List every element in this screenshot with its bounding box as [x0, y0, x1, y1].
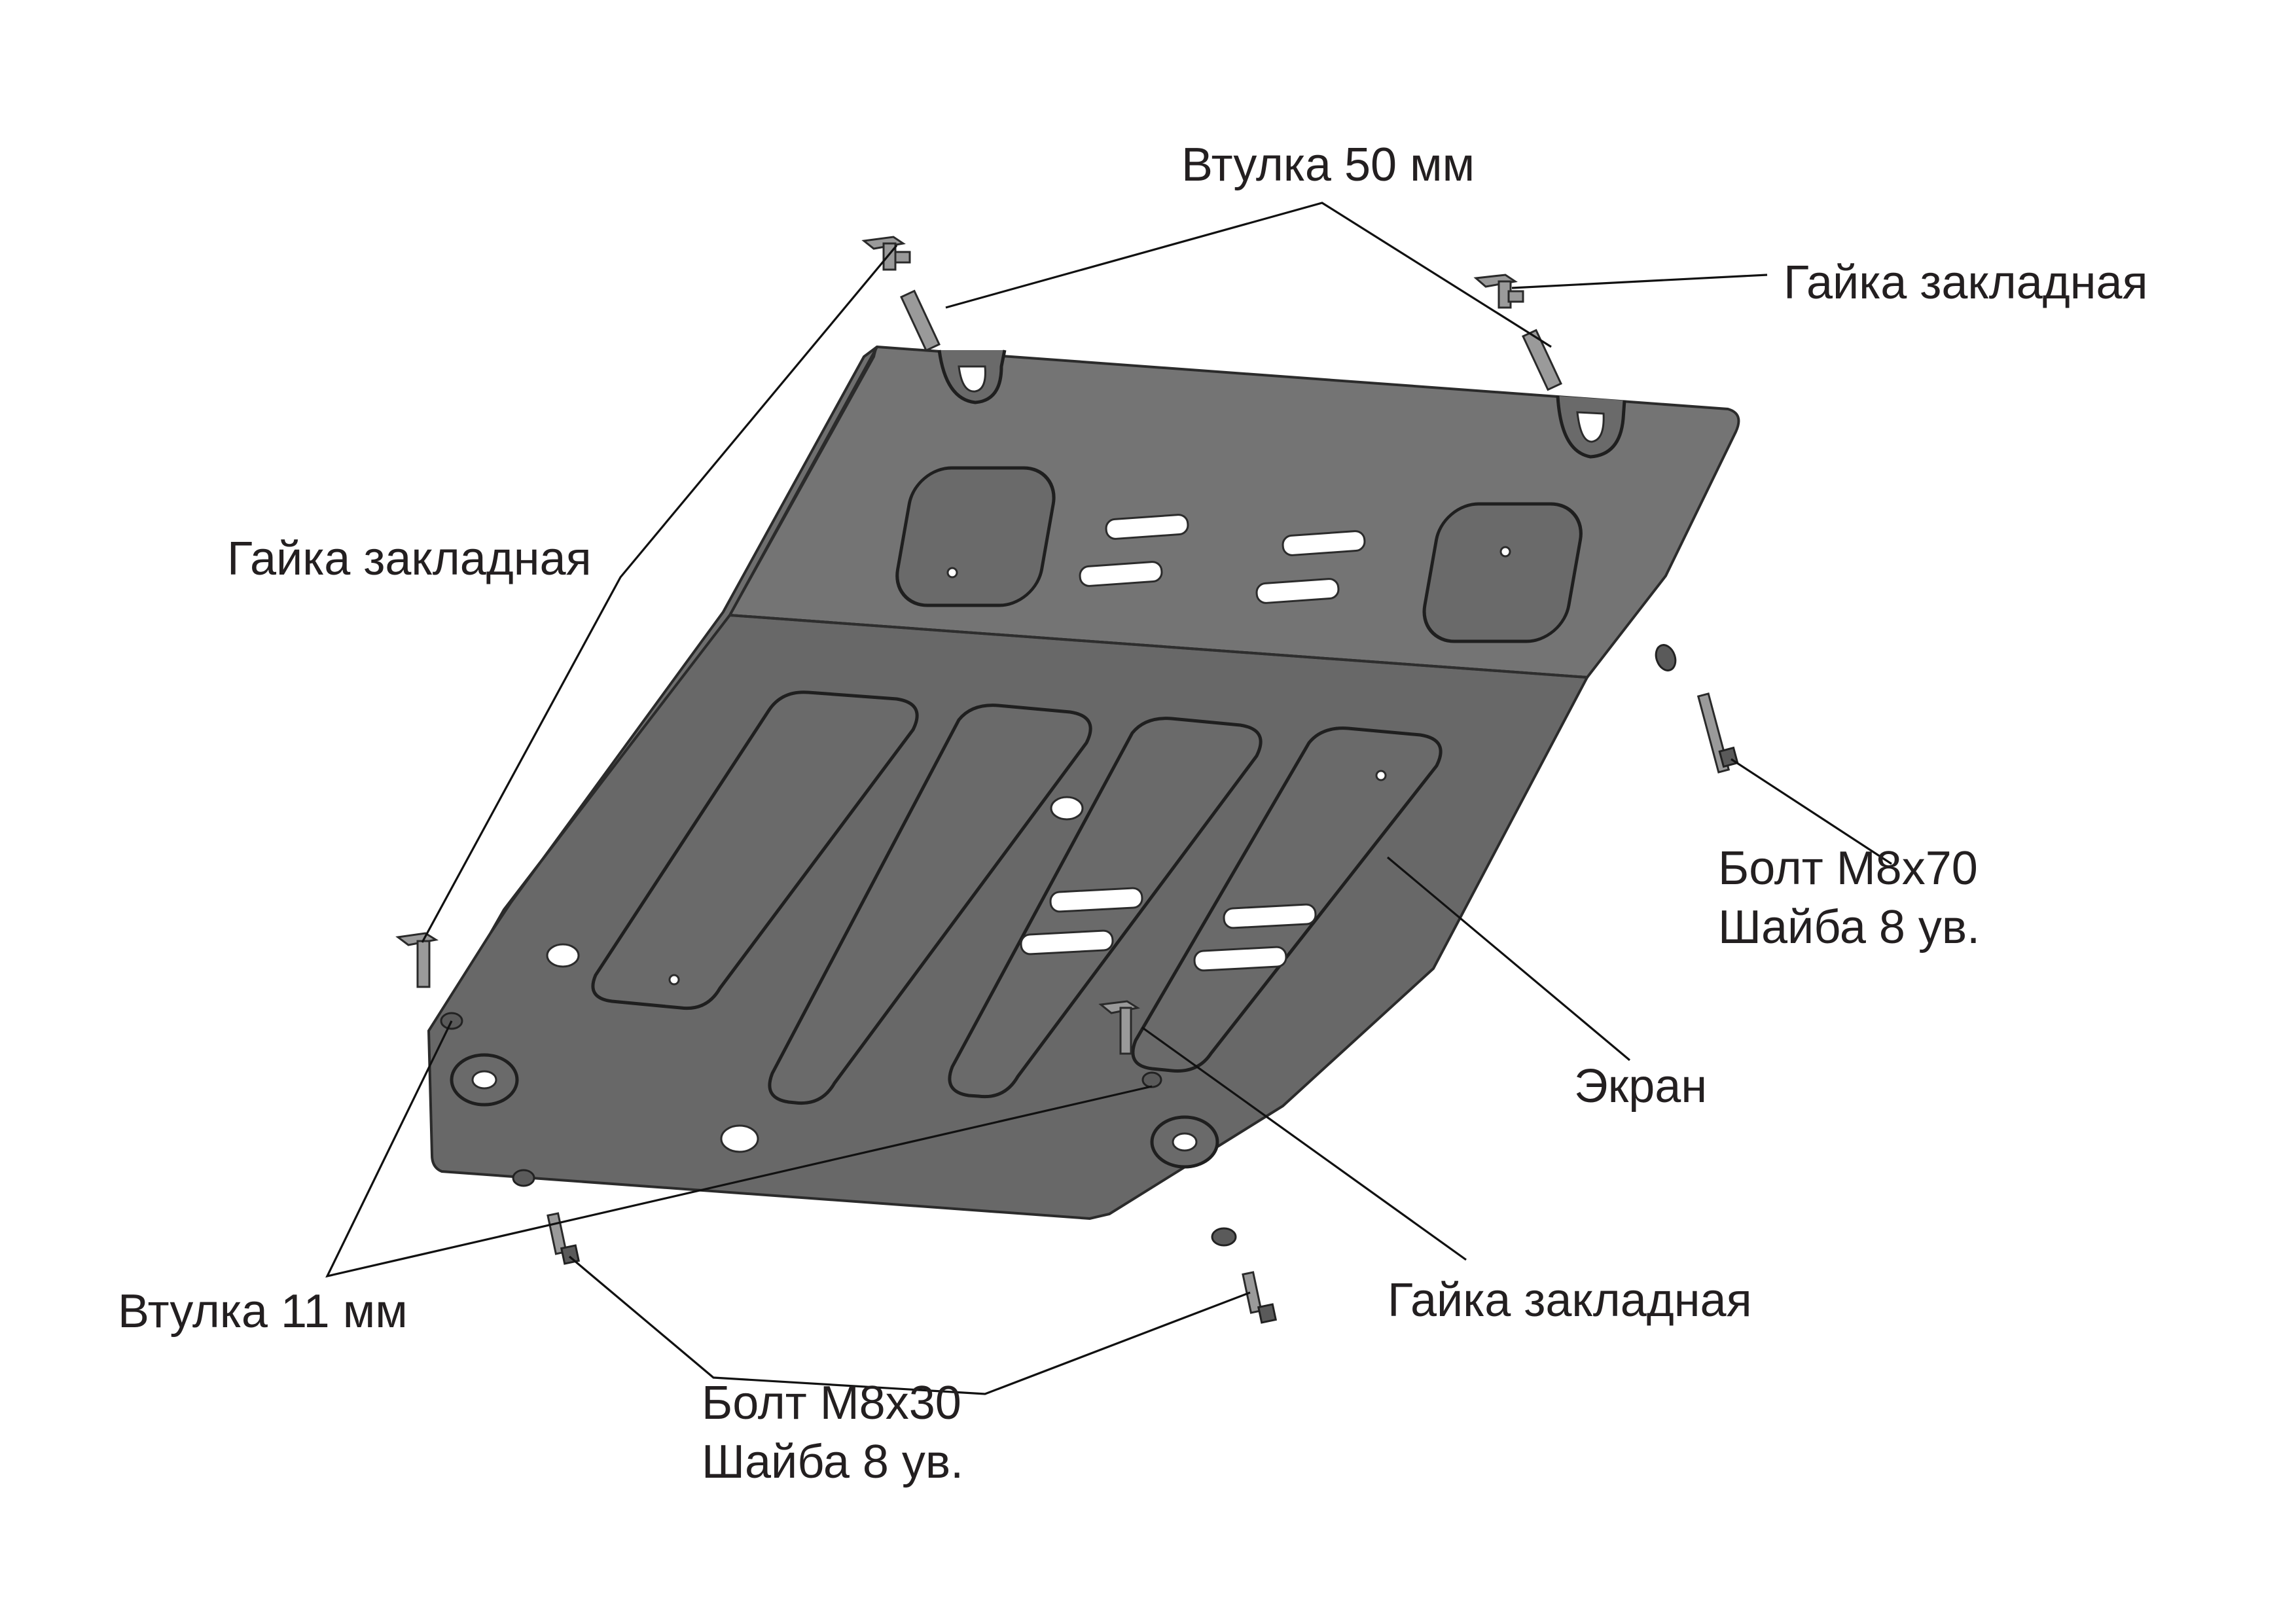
nut-top-right [1473, 274, 1524, 309]
bushing-11-label: Втулка 11 мм [118, 1285, 408, 1338]
upper-vent-slot-2 [1079, 561, 1163, 587]
bushing-50-right [1522, 329, 1562, 391]
leader-bolt-m8x70 [1731, 758, 1892, 865]
leader-bushing-11 [325, 1020, 1153, 1278]
recess-4-hole [1375, 770, 1387, 781]
lower-vent-slot-1 [1049, 887, 1143, 913]
leader-lines [325, 202, 1892, 1395]
nut-top-right-label: Гайка закладная [1784, 257, 2148, 309]
round-hole-left [546, 943, 580, 968]
recess-1-hole [668, 974, 680, 986]
bolt-m8x30-label-line1: Болт М8х30 [702, 1377, 961, 1429]
upper-left-hole [946, 567, 958, 579]
upper-right-recess [1422, 502, 1583, 643]
leader-bolt-m8x30 [568, 1255, 1251, 1395]
nut-bottom [1098, 1000, 1162, 1088]
upper-right-hole [1499, 546, 1511, 558]
bushing-11-front [512, 1169, 535, 1187]
lower-vent-slot-2 [1020, 929, 1114, 955]
lower-recess-2 [768, 704, 1092, 1105]
bolt-m8x30-right [1211, 1227, 1278, 1324]
lower-recess-1 [591, 690, 919, 1010]
screen-label: Экран [1574, 1060, 1708, 1113]
nut-top-left [861, 236, 911, 271]
top-left-mount-hole [958, 365, 986, 393]
leader-nut-top-right [1511, 274, 1768, 289]
lower-recess-4 [1131, 726, 1443, 1073]
bolt-m8x70-label-line1: Болт М8х70 [1718, 842, 1978, 895]
bushing-50-left [900, 289, 941, 352]
lower-vent-slot-4 [1193, 946, 1287, 972]
round-hole-bottom [720, 1124, 759, 1153]
nut-left-label: Гайка закладная [227, 533, 592, 585]
nut-bottom-label: Гайка закладная [1388, 1274, 1752, 1327]
round-hole-middle [1050, 796, 1084, 821]
lower-vent-slot-3 [1223, 903, 1317, 929]
leader-nut-bottom [1141, 1026, 1467, 1261]
bushing-50-label: Втулка 50 мм [1181, 139, 1475, 191]
upper-vent-slot-3 [1282, 530, 1366, 556]
guard-plate [427, 345, 1740, 1221]
front-right-mount-hole [1172, 1132, 1198, 1152]
upper-vent-slot-4 [1255, 578, 1340, 604]
plate-side-flange [490, 346, 878, 934]
bend-line [729, 614, 1588, 679]
upper-left-recess [895, 466, 1056, 607]
leader-nut-left [421, 244, 898, 943]
bolt-m8x30-label-line2: Шайба 8 ув. [702, 1436, 964, 1488]
bolt-m8x70 [1655, 644, 1739, 774]
leader-bushing-50 [945, 202, 1552, 348]
nut-left [395, 932, 463, 1030]
front-left-mount-hole [471, 1070, 497, 1090]
leader-screen [1386, 856, 1631, 1061]
bolt-m8x70-label-line2: Шайба 8 ув. [1718, 901, 1981, 954]
top-right-mount-hole [1576, 411, 1605, 443]
upper-vent-slot-1 [1105, 514, 1189, 540]
